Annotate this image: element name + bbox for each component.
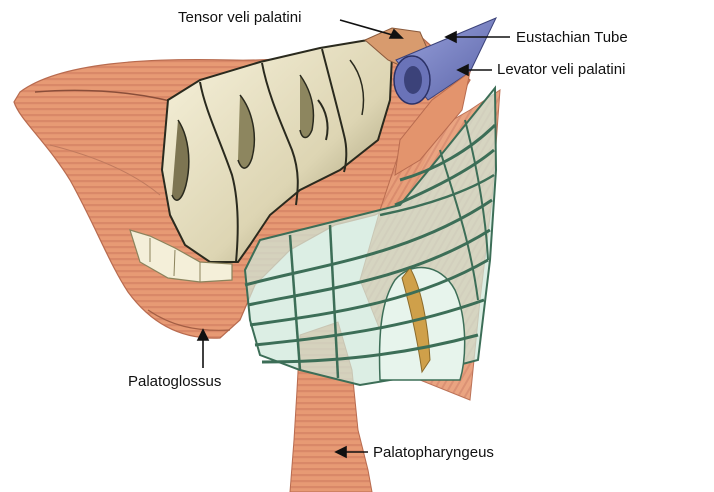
tensor-veli-palatini-label: Tensor veli palatini [178, 10, 301, 25]
palatoglossus-label: Palatoglossus [128, 374, 221, 389]
tensor-arrow [340, 20, 396, 36]
eustachian-tube-label: Eustachian Tube [516, 30, 628, 45]
levator-veli-palatini-label: Levator veli palatini [497, 62, 625, 77]
palatopharyngeus-label: Palatopharyngeus [373, 445, 494, 460]
